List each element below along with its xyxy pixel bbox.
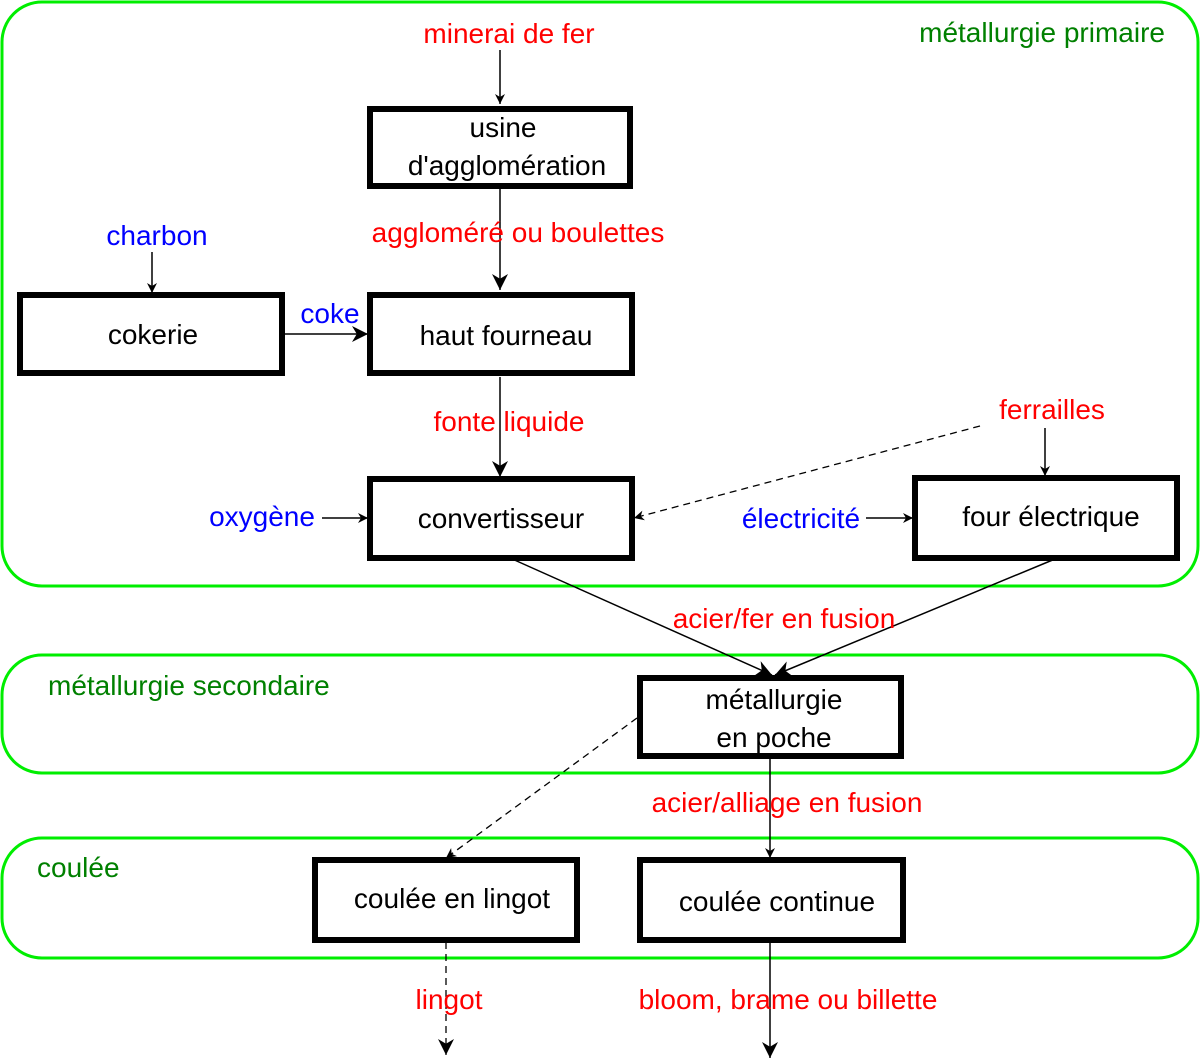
box-cokerie-label: cokerie <box>108 319 198 350</box>
label-charbon: charbon <box>106 220 207 251</box>
label-ferrailles: ferrailles <box>999 394 1105 425</box>
label-electricite: électricité <box>742 503 860 534</box>
box-cokerie <box>17 292 285 376</box>
zone-primaire <box>0 0 1200 588</box>
zone-secondaire-label: métallurgie secondaire <box>48 670 330 701</box>
label-fonte-liquide: fonte liquide <box>433 406 584 437</box>
box-convertisseur-label: convertisseur <box>418 503 585 534</box>
label-acier-alliage-fusion: acier/alliage en fusion <box>652 787 923 818</box>
box-four-electrique <box>912 475 1180 561</box>
label-coke: coke <box>300 298 359 329</box>
label-lingot: lingot <box>416 984 483 1015</box>
label-minerai-de-fer: minerai de fer <box>423 18 594 49</box>
zone-secondaire <box>0 653 1200 775</box>
box-haut-fourneau <box>367 292 635 376</box>
box-coulee-continue-label: coulée continue <box>679 886 875 917</box>
box-convertisseur <box>367 476 635 561</box>
label-oxygene: oxygène <box>209 501 315 532</box>
label-acier-fer-fusion: acier/fer en fusion <box>673 603 896 634</box>
box-metallurgie-poche <box>637 675 904 759</box>
box-poche-label-2: en poche <box>716 722 831 753</box>
box-coulee-lingot <box>312 857 580 943</box>
zone-primaire-label: métallurgie primaire <box>919 17 1165 48</box>
arrow-convertisseur-poche <box>509 557 773 676</box>
box-poche-label-1: métallurgie <box>706 684 843 715</box>
box-four-electrique-label: four électrique <box>962 501 1139 532</box>
label-agglomere: aggloméré ou boulettes <box>372 217 665 248</box>
box-usine-label-2: d'agglomération <box>408 150 606 181</box>
label-bloom-brame-billette: bloom, brame ou billette <box>639 984 938 1015</box>
box-coulee-lingot-label: coulée en lingot <box>354 883 550 914</box>
box-coulee-continue <box>637 857 906 943</box>
arrow-poche-lingot <box>445 717 638 859</box>
box-haut-fourneau-label: haut fourneau <box>420 320 593 351</box>
box-usine-label-1: usine <box>470 112 537 143</box>
zone-coulee <box>0 836 1200 960</box>
arrow-four-poche <box>774 558 1056 677</box>
zone-coulee-label: coulée <box>37 852 120 883</box>
box-usine-agglomeration <box>367 106 633 189</box>
